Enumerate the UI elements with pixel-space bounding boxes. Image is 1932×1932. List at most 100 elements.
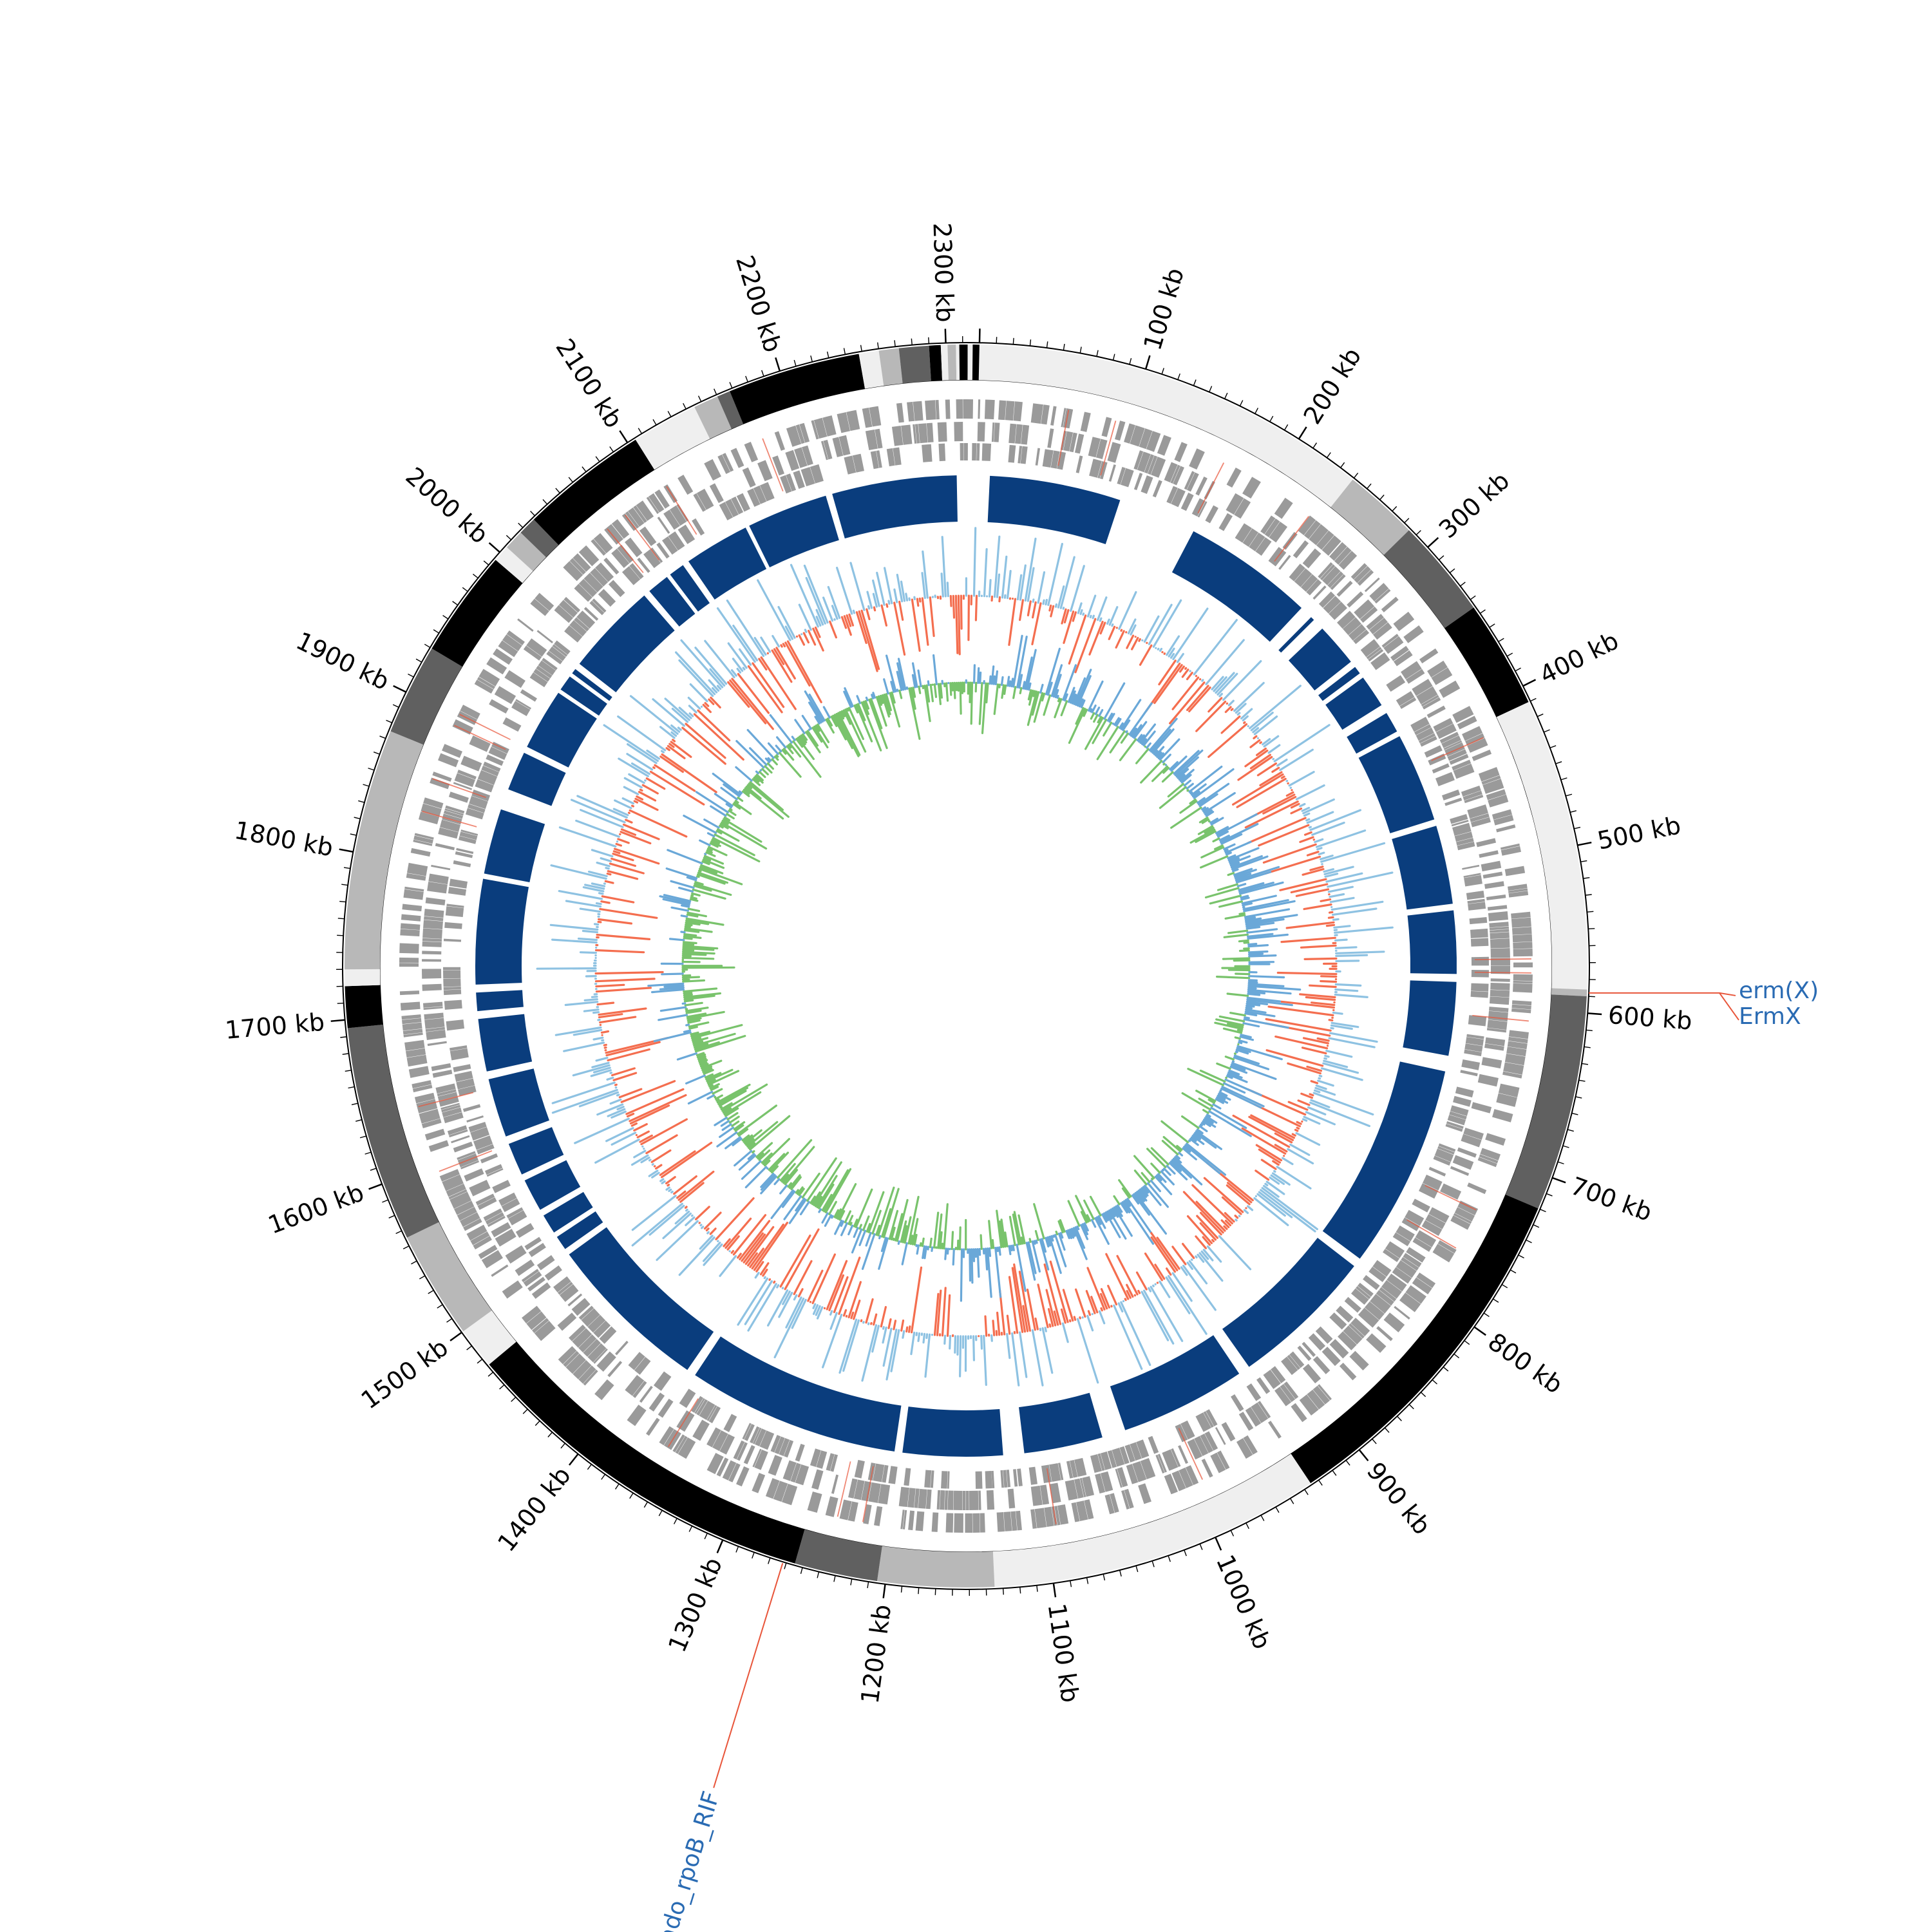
gene-feature [1309,524,1329,545]
gene-feature [691,1396,704,1413]
gene-feature [559,1283,579,1302]
minor-tick [1345,1460,1350,1466]
minor-tick [1255,408,1259,414]
minor-tick [1269,415,1274,422]
gene-feature [439,1096,459,1107]
gene-feature [1350,1288,1369,1305]
gene-feature [1291,1403,1307,1423]
gene-feature [1467,804,1488,819]
gene-feature [1496,824,1516,833]
gc-skew-positive [647,634,1302,1302]
minor-tick [1063,343,1065,351]
gene-feature [478,668,500,687]
gene-feature [838,435,851,456]
gene-feature [1151,457,1166,478]
minor-tick [1560,777,1567,781]
gene-feature [1338,1331,1357,1350]
gene-feature [1302,548,1321,569]
gene-feature [438,827,459,839]
gene-feature [1312,585,1327,600]
gene-feature [1439,680,1461,698]
gene-feature [576,611,596,629]
minor-tick [843,348,846,355]
gene-feature [1513,962,1533,968]
gene-feature [1432,763,1450,773]
gene-feature [621,513,637,531]
minor-tick [1571,1112,1578,1115]
gene-feature [573,553,591,572]
gene-feature [636,500,654,521]
gene-feature [1186,472,1199,492]
tick-label-900: 900 kb [1361,1457,1437,1540]
gene-feature [1447,749,1467,761]
gene-feature [1016,1510,1022,1531]
blast-hit [1322,1061,1446,1259]
gene-feature [1440,1183,1462,1200]
gene-feature [1467,1182,1487,1195]
blast-hit [1288,628,1351,691]
gene-feature [526,638,547,657]
gene-feature [515,1223,535,1238]
gene-feature [1419,1183,1439,1199]
gene-feature [502,1280,523,1299]
gene-feature [506,630,525,646]
gene-feature [940,1490,945,1510]
gene-feature [1298,515,1316,536]
minor-tick [1526,1239,1532,1244]
gene-feature [774,1436,785,1455]
gene-feature [913,424,917,444]
gene-feature [1502,1071,1522,1079]
gene-feature [442,817,461,825]
gene-feature [1322,566,1341,585]
minor-tick [555,488,560,494]
gene-feature [1245,1406,1262,1427]
gene-feature [1468,1015,1487,1027]
gene-feature [1112,1448,1125,1467]
gene-highlight [667,1398,699,1447]
gene-feature [406,1054,428,1067]
gene-feature [996,1512,1005,1532]
gene-feature [521,1269,539,1283]
gene-feature [956,399,963,419]
minor-tick [1567,1129,1574,1132]
gene-feature [598,589,616,607]
gene-feature [457,770,477,780]
gene-feature [421,803,442,817]
gene-feature [1482,779,1504,794]
gene-feature [454,773,475,788]
gene-feature [1368,649,1384,662]
gene-feature [1461,1059,1481,1070]
gene-feature [406,1048,426,1058]
gene-feature [925,1489,932,1510]
minor-tick [745,375,748,383]
minor-tick [359,1135,366,1139]
gene-feature [954,1513,963,1533]
minor-tick [1392,506,1397,512]
contig-segment [520,519,559,558]
gene-feature [1013,1469,1018,1487]
contig-segment [463,1310,516,1365]
gene-feature [1443,740,1463,750]
gene-feature [607,1361,623,1378]
gene-feature [1357,1282,1374,1297]
gene-feature [444,808,464,816]
gene-feature [627,507,645,527]
gene-feature [444,999,462,1010]
gene-feature [475,779,494,793]
gene-feature [419,1108,440,1124]
gene-feature [1074,1478,1084,1499]
gene-feature [454,1200,475,1215]
gene-feature [969,1490,979,1510]
minor-tick [1493,1298,1499,1303]
gene-feature [1441,790,1461,800]
gene-feature [1492,809,1512,820]
gene-feature [737,1442,748,1461]
gene-feature [742,1423,752,1440]
gene-feature [1283,1381,1299,1399]
gene-feature [400,1001,421,1011]
gene-feature [522,1305,542,1323]
gene-feature [603,557,620,575]
minor-tick [1326,452,1331,459]
gene-feature [408,1066,430,1078]
minor-tick [462,587,468,592]
